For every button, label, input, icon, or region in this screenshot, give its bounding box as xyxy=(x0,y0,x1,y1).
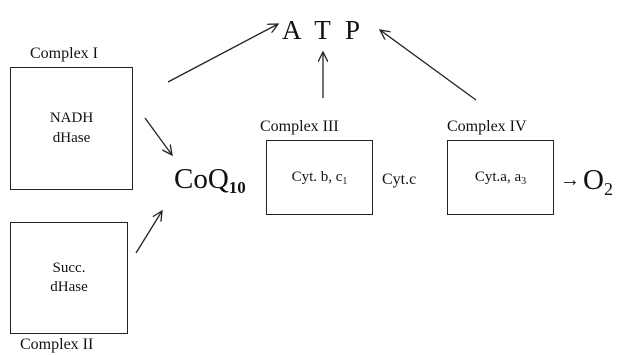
complex-i-line2: dHase xyxy=(52,129,91,146)
complex-iv-box: Cyt.a, a3 xyxy=(447,140,554,215)
complex-iv-subscript: 3 xyxy=(521,175,527,187)
arrow-complex4-to-atp xyxy=(380,30,477,101)
arrow-complex1-to-atp xyxy=(167,24,278,83)
complex-iii-subscript: 1 xyxy=(342,175,348,187)
o2-subscript: 2 xyxy=(603,179,613,199)
complex-iii-box: Cyt. b, c1 xyxy=(266,140,373,215)
o2-main: O xyxy=(583,164,604,196)
atp-label: A T P xyxy=(282,15,365,45)
cyt-c-label: Cyt.c xyxy=(382,171,417,188)
arrow-complex1-to-coq xyxy=(144,117,172,155)
complex-iii-title: Complex III xyxy=(260,118,339,135)
complex-ii-line2: dHase xyxy=(50,279,88,295)
arrow-to-o2-icon: → xyxy=(560,169,580,191)
complex-iv-title: Complex IV xyxy=(447,118,527,135)
coq-subscript: 10 xyxy=(228,178,246,197)
complex-i-title: Complex I xyxy=(30,45,98,62)
o2-label: O2 xyxy=(583,164,613,199)
complex-iii-content: Cyt. b, c xyxy=(291,168,343,185)
arrow-complex2-to-coq xyxy=(135,211,162,254)
complex-iv-content: Cyt.a, a xyxy=(474,168,522,185)
coq10-label: CoQ10 xyxy=(174,163,246,197)
complex-ii-line1: Succ. xyxy=(52,259,86,276)
complex-ii-box: Succ. dHase xyxy=(10,222,128,334)
complex-ii-title: Complex II xyxy=(20,336,94,353)
complex-i-box: NADH dHase xyxy=(10,67,133,190)
coq-main: CoQ xyxy=(174,163,229,195)
complex-i-line1: NADH xyxy=(49,110,94,126)
